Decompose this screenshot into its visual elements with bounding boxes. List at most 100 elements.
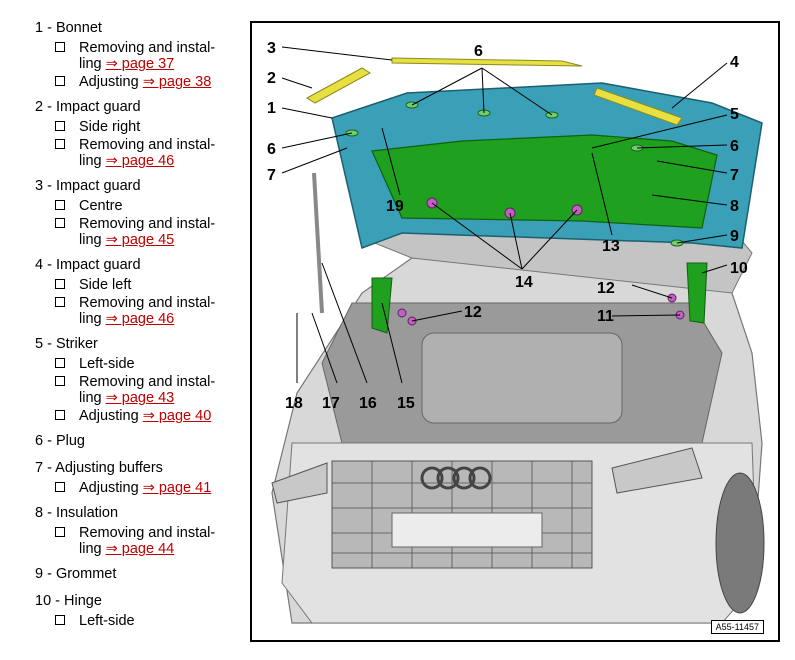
callout-13: 13 (602, 238, 620, 255)
legend-heading: 2 - Impact guard (35, 99, 141, 115)
headlight-left (611, 447, 703, 494)
checkbox-bullet-icon (55, 279, 65, 289)
callout-7: 7 (730, 167, 739, 184)
callout-11: 11 (597, 308, 614, 325)
checkbox-bullet-icon (55, 42, 65, 52)
legend-heading: 10 - Hinge (35, 593, 102, 609)
page-link[interactable]: ⇒ page 46 (105, 311, 175, 327)
gas-strut (312, 172, 324, 314)
subitem-text: Centre (79, 198, 123, 214)
subitem-text: Side left (79, 277, 132, 293)
page-link[interactable]: ⇒ page 41 (142, 480, 212, 496)
legend-subitem: Adjusting ⇒ page 40 (35, 408, 245, 424)
checkbox-bullet-icon (55, 139, 65, 149)
page-link[interactable]: ⇒ page 46 (105, 153, 175, 169)
page-link[interactable]: ⇒ page 38 (142, 74, 212, 90)
insulation-mat (371, 134, 718, 229)
callout-6: 6 (474, 43, 483, 60)
callout-12: 12 (464, 304, 482, 321)
legend-subitem: Adjusting ⇒ page 38 (35, 74, 245, 90)
callout-2: 2 (267, 70, 276, 87)
callout-6: 6 (267, 141, 276, 158)
checkbox-bullet-icon (55, 121, 65, 131)
subitem-text: Removing and instal- (79, 295, 216, 311)
subitem-text: Removing and instal- (79, 137, 216, 153)
legend-heading: 9 - Grommet (35, 566, 117, 582)
legend-subitem: Left-side (35, 356, 245, 372)
legend-heading: 6 - Plug (35, 433, 85, 449)
callout-numbers: 3 2 1 4 5 6 6 6 7 7 8 9 10 11 12 12 13 1… (267, 40, 748, 412)
impact-guard-right (306, 67, 371, 104)
checkbox-bullet-icon (55, 615, 65, 625)
checkbox-bullet-icon (55, 376, 65, 386)
legend-heading: 5 - Striker (35, 336, 98, 352)
page-link[interactable]: ⇒ page 43 (105, 390, 175, 406)
exploded-view-figure: 3 2 1 4 5 6 6 6 7 7 8 9 10 11 12 12 13 1… (250, 21, 780, 642)
callout-6: 6 (730, 138, 739, 155)
subitem-text: Left-side (79, 613, 135, 629)
legend-heading: 3 - Impact guard (35, 178, 141, 194)
callout-1: 1 (267, 100, 276, 117)
subitem-text-cont: ling (79, 56, 102, 72)
subitem-text: Left-side (79, 356, 135, 372)
legend-heading: 4 - Impact guard (35, 257, 141, 273)
subitem-text: Removing and instal- (79, 216, 216, 232)
callout-4: 4 (730, 54, 739, 71)
legend-subitem: Removing and instal-ling ⇒ page 37 (35, 40, 245, 72)
impact-guard-centre (391, 57, 583, 67)
subitem-text: Adjusting (79, 408, 139, 424)
legend-subitem: Left-side (35, 613, 245, 629)
checkbox-bullet-icon (55, 297, 65, 307)
number-plate (391, 512, 543, 548)
subitem-text: Adjusting (79, 480, 139, 496)
figure-code: A55-11457 (710, 620, 764, 634)
page-link[interactable]: ⇒ page 44 (105, 541, 175, 557)
callout-10: 10 (730, 260, 748, 277)
callout-7: 7 (267, 167, 276, 184)
callout-8: 8 (730, 198, 739, 215)
callout-14: 14 (515, 274, 533, 291)
legend-heading: 7 - Adjusting buffers (35, 460, 163, 476)
brand-rings-logo (420, 466, 492, 490)
subitem-text-cont: ling (79, 311, 102, 327)
legend-group: 9 - Grommet (35, 564, 245, 584)
callout-9: 9 (730, 228, 739, 245)
checkbox-bullet-icon (55, 482, 65, 492)
callout-16: 16 (359, 395, 377, 412)
legend-subitem: Removing and instal-ling ⇒ page 43 (35, 374, 245, 406)
callout-15: 15 (397, 395, 415, 412)
checkbox-bullet-icon (55, 200, 65, 210)
callout-3: 3 (267, 40, 276, 57)
checkbox-bullet-icon (55, 218, 65, 228)
impact-guard-left (593, 87, 683, 126)
hinge-right (371, 277, 393, 334)
legend-heading: 1 - Bonnet (35, 20, 102, 36)
front-wheel (715, 472, 765, 614)
page-link[interactable]: ⇒ page 45 (105, 232, 175, 248)
legend-subitem: Removing and instal-ling ⇒ page 44 (35, 525, 245, 557)
grille-mesh (332, 461, 592, 568)
page-link[interactable]: ⇒ page 37 (105, 56, 175, 72)
legend-subitem: Centre (35, 198, 245, 214)
checkbox-bullet-icon (55, 410, 65, 420)
headlight-right (271, 462, 328, 504)
bonnet-diagram: 3 2 1 4 5 6 6 6 7 7 8 9 10 11 12 12 13 1… (267, 40, 765, 624)
page-link[interactable]: ⇒ page 40 (142, 408, 212, 424)
legend-subitem: Adjusting ⇒ page 41 (35, 480, 245, 496)
leader-lines (281, 46, 728, 384)
legend-subitem: Removing and instal-ling ⇒ page 46 (35, 137, 245, 169)
subitem-text: Removing and instal- (79, 525, 216, 541)
callout-17: 17 (322, 395, 340, 412)
callout-12: 12 (597, 280, 615, 297)
subitem-text-cont: ling (79, 541, 102, 557)
legend-subitem: Side right (35, 119, 245, 135)
clips (397, 197, 685, 326)
subitem-text: Removing and instal- (79, 40, 216, 56)
